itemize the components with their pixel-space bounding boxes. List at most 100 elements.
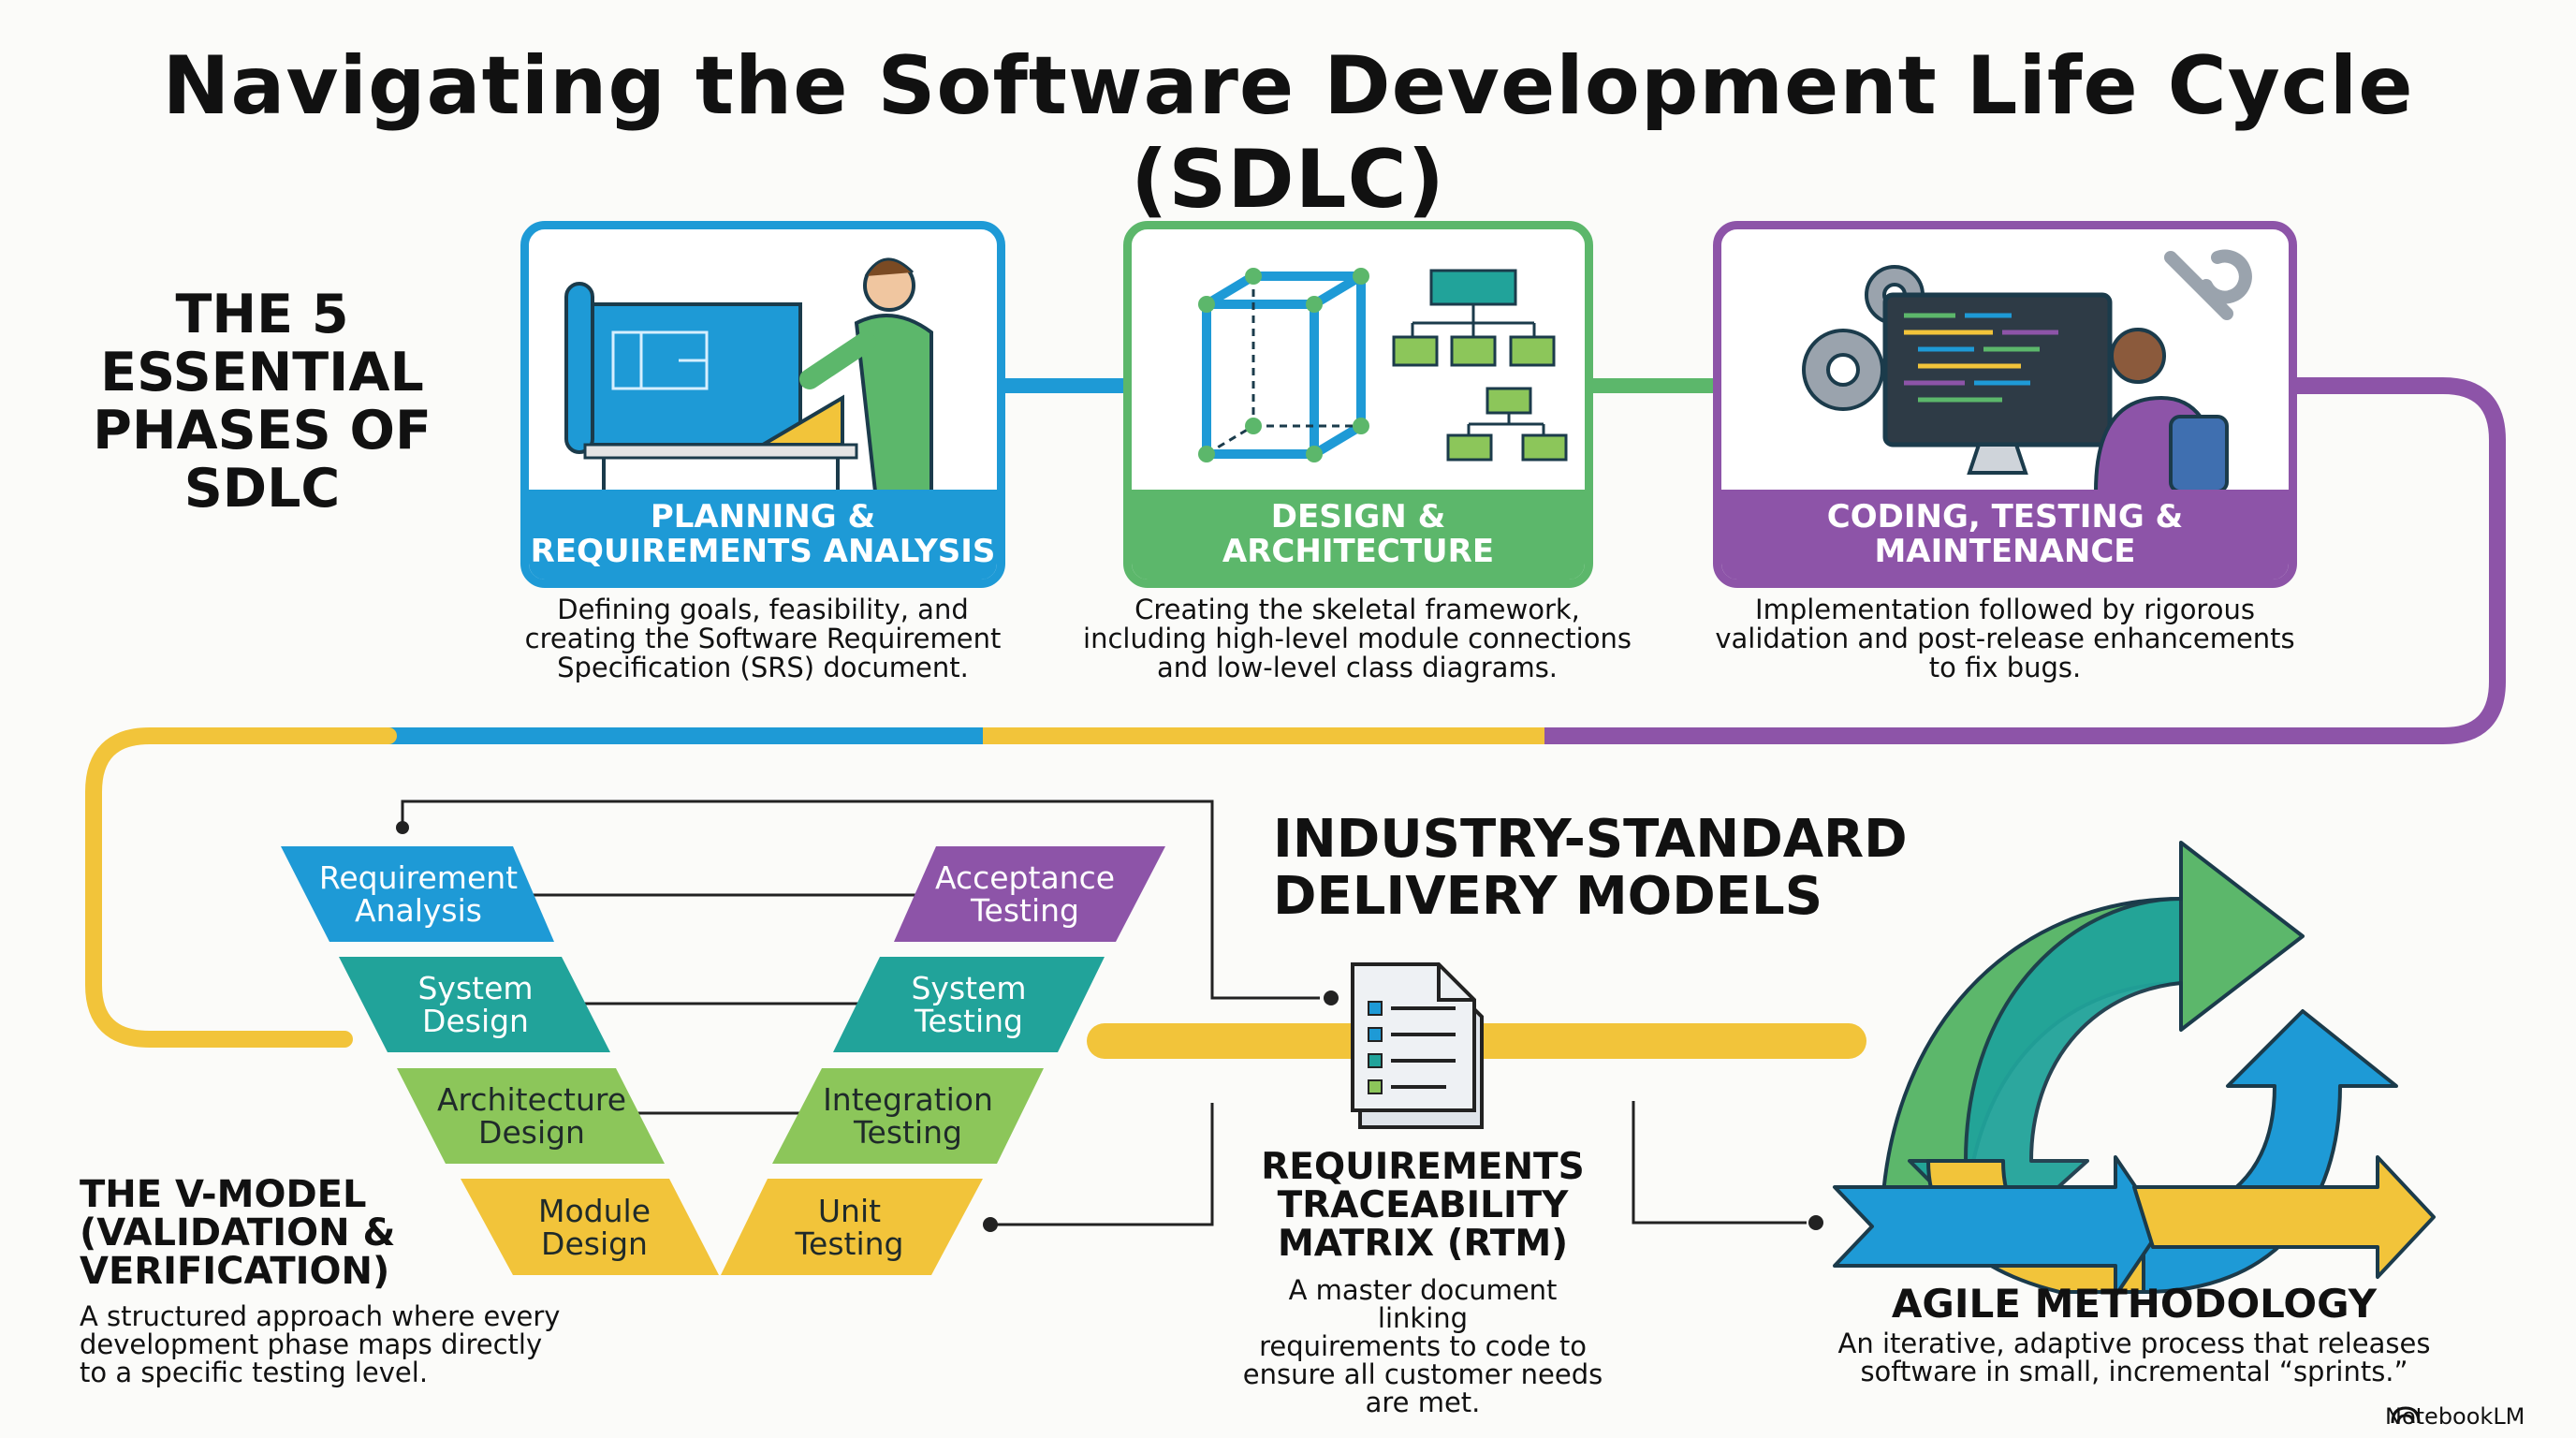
connector-loop-yellow bbox=[85, 727, 397, 1048]
phase-label-design: DESIGN & ARCHITECTURE bbox=[1132, 490, 1585, 580]
description-line: and low-level class diagrams. bbox=[1156, 652, 1559, 683]
connector-loop-purple bbox=[1536, 377, 2506, 744]
v-label-line: Unit bbox=[817, 1192, 882, 1229]
vmodel-heading: THE V-MODEL (VALIDATION & VERIFICATION) bbox=[80, 1176, 395, 1291]
description-line: development phase maps directly bbox=[80, 1328, 543, 1360]
heading-line: VERIFICATION) bbox=[80, 1250, 390, 1293]
brand-label: NotebookLM bbox=[2385, 1403, 2525, 1430]
heading-line: TRACEABILITY bbox=[1277, 1184, 1569, 1226]
v-requirement-analysis: Requirement Analysis bbox=[309, 846, 528, 942]
phase-label-line: PLANNING & bbox=[650, 498, 876, 536]
agile-description: An iterative, adaptive process that rele… bbox=[1825, 1329, 2443, 1386]
phase-label-line: CODING, TESTING & bbox=[1826, 498, 2184, 536]
phase-label-line: ARCHITECTURE bbox=[1222, 533, 1495, 570]
v-architecture-design: Architecture Design bbox=[421, 1068, 642, 1164]
phases-heading-line: SDLC bbox=[183, 458, 341, 520]
v-label-line: Testing bbox=[795, 1225, 904, 1262]
description-line: software in small, incremental “sprints.… bbox=[1860, 1356, 2408, 1387]
v-left-2-shape bbox=[339, 957, 610, 1052]
description-line: ensure all customer needs bbox=[1242, 1358, 1603, 1390]
v-right-2-shape bbox=[833, 957, 1105, 1052]
v-left-1-shape bbox=[281, 846, 554, 942]
v-unit-testing: Unit Testing bbox=[739, 1179, 959, 1275]
phase-description-design: Creating the skeletal framework, includi… bbox=[1076, 595, 1638, 682]
agile-heading: AGILE METHODOLOGY bbox=[1891, 1281, 2378, 1327]
v-label-line: Design bbox=[541, 1225, 648, 1262]
phase-description-coding: Implementation followed by rigorous vali… bbox=[1713, 595, 2297, 682]
phase-label-planning: PLANNING & REQUIREMENTS ANALYSIS bbox=[529, 490, 997, 580]
description-line: Implementation followed by rigorous bbox=[1755, 594, 2255, 625]
phase-description-planning: Defining goals, feasibility, and creatin… bbox=[520, 595, 1006, 682]
page-title: Navigating the Software Development Life… bbox=[162, 39, 2414, 227]
heading-line: (VALIDATION & bbox=[80, 1211, 396, 1255]
v-acceptance-testing: Acceptance Testing bbox=[913, 846, 1137, 942]
v-module-design: Module Design bbox=[487, 1179, 702, 1275]
rtm-document-icon bbox=[1351, 962, 1484, 1129]
v-left-4-shape bbox=[461, 1179, 719, 1275]
v-left-3-shape bbox=[397, 1068, 665, 1164]
phases-heading-line: THE 5 bbox=[175, 284, 349, 345]
v-label-line: System bbox=[417, 970, 534, 1006]
phase-label-coding: CODING, TESTING & MAINTENANCE bbox=[1721, 490, 2289, 580]
dot bbox=[983, 1217, 998, 1232]
description-line: requirements to code to bbox=[1259, 1330, 1587, 1362]
phase-label-line: MAINTENANCE bbox=[1874, 533, 2136, 570]
v-label-line: Analysis bbox=[355, 892, 482, 929]
description-line: Defining goals, feasibility, and bbox=[557, 594, 969, 625]
phases-heading-line: ESSENTIAL bbox=[100, 342, 424, 404]
v-system-design: System Design bbox=[365, 957, 586, 1052]
v-right-4-shape bbox=[721, 1179, 983, 1275]
v-system-testing: System Testing bbox=[856, 957, 1081, 1052]
rtm-heading: REQUIREMENTS TRACEABILITY MATRIX (RTM) bbox=[1240, 1148, 1605, 1263]
v-label-line: Testing bbox=[970, 892, 1079, 929]
v-label-line: Architecture bbox=[436, 1081, 627, 1118]
v-label-line: Acceptance bbox=[934, 859, 1116, 896]
v-label-line: System bbox=[911, 970, 1027, 1006]
description-line: Creating the skeletal framework, bbox=[1134, 594, 1580, 625]
delivery-models-heading: INDUSTRY-STANDARD DELIVERY MODELS bbox=[1273, 811, 1908, 925]
v-label-line: Testing bbox=[914, 1003, 1023, 1039]
description-line: A master document linking bbox=[1288, 1274, 1558, 1334]
description-line: to fix bugs. bbox=[1928, 652, 2082, 683]
description-line: to a specific testing level. bbox=[80, 1357, 429, 1388]
description-line: Specification (SRS) document. bbox=[557, 652, 969, 683]
vmodel-description: A structured approach where every develo… bbox=[80, 1302, 560, 1387]
v-right-1-shape bbox=[894, 846, 1165, 942]
heading-line: REQUIREMENTS bbox=[1261, 1146, 1585, 1188]
notebooklm-logo-icon bbox=[2391, 1406, 2421, 1424]
heading-line: THE V-MODEL bbox=[80, 1173, 367, 1216]
agile-cycle-icon bbox=[1833, 841, 2436, 1298]
architecture-illustration-icon bbox=[1198, 268, 1568, 462]
heading-line: MATRIX (RTM) bbox=[1277, 1223, 1569, 1265]
phase-label-line: DESIGN & bbox=[1270, 498, 1446, 536]
v-label-line: Testing bbox=[853, 1114, 962, 1151]
rtm-link-bottom bbox=[994, 1103, 1214, 1226]
heading-line: DELIVERY MODELS bbox=[1273, 866, 1823, 927]
description-line: are met. bbox=[1365, 1387, 1481, 1418]
rtm-description: A master document linking requirements t… bbox=[1240, 1276, 1605, 1416]
v-right-3-shape bbox=[772, 1068, 1044, 1164]
coding-illustration-icon bbox=[1802, 249, 2252, 492]
v-label-line: Integration bbox=[823, 1081, 993, 1118]
blueprint-illustration-icon bbox=[564, 257, 933, 492]
dot bbox=[1324, 990, 1339, 1005]
description-line: including high-level module connections bbox=[1083, 623, 1632, 654]
v-label-line: Design bbox=[422, 1003, 529, 1039]
phase-card-coding: CODING, TESTING & MAINTENANCE bbox=[1713, 221, 2297, 588]
v-label-line: Requirement bbox=[318, 859, 519, 896]
dot bbox=[1808, 1215, 1823, 1230]
v-label-line: Module bbox=[538, 1192, 651, 1229]
heading-line: INDUSTRY-STANDARD bbox=[1273, 809, 1908, 870]
phase-card-design: DESIGN & ARCHITECTURE bbox=[1123, 221, 1593, 588]
phases-heading-line: PHASES OF bbox=[93, 400, 432, 462]
phase-card-planning: PLANNING & REQUIREMENTS ANALYSIS bbox=[520, 221, 1005, 588]
description-line: An iterative, adaptive process that rele… bbox=[1837, 1328, 2431, 1359]
rtm-link-top bbox=[401, 800, 1320, 1000]
description-line: A structured approach where every bbox=[80, 1300, 561, 1332]
rtm-link-agile bbox=[1632, 1101, 1807, 1225]
v-integration-testing: Integration Testing bbox=[796, 1068, 1020, 1164]
description-line: creating the Software Requirement bbox=[524, 623, 1002, 654]
phase-label-line: REQUIREMENTS ANALYSIS bbox=[530, 533, 996, 570]
description-line: validation and post-release enhancements bbox=[1715, 623, 2295, 654]
